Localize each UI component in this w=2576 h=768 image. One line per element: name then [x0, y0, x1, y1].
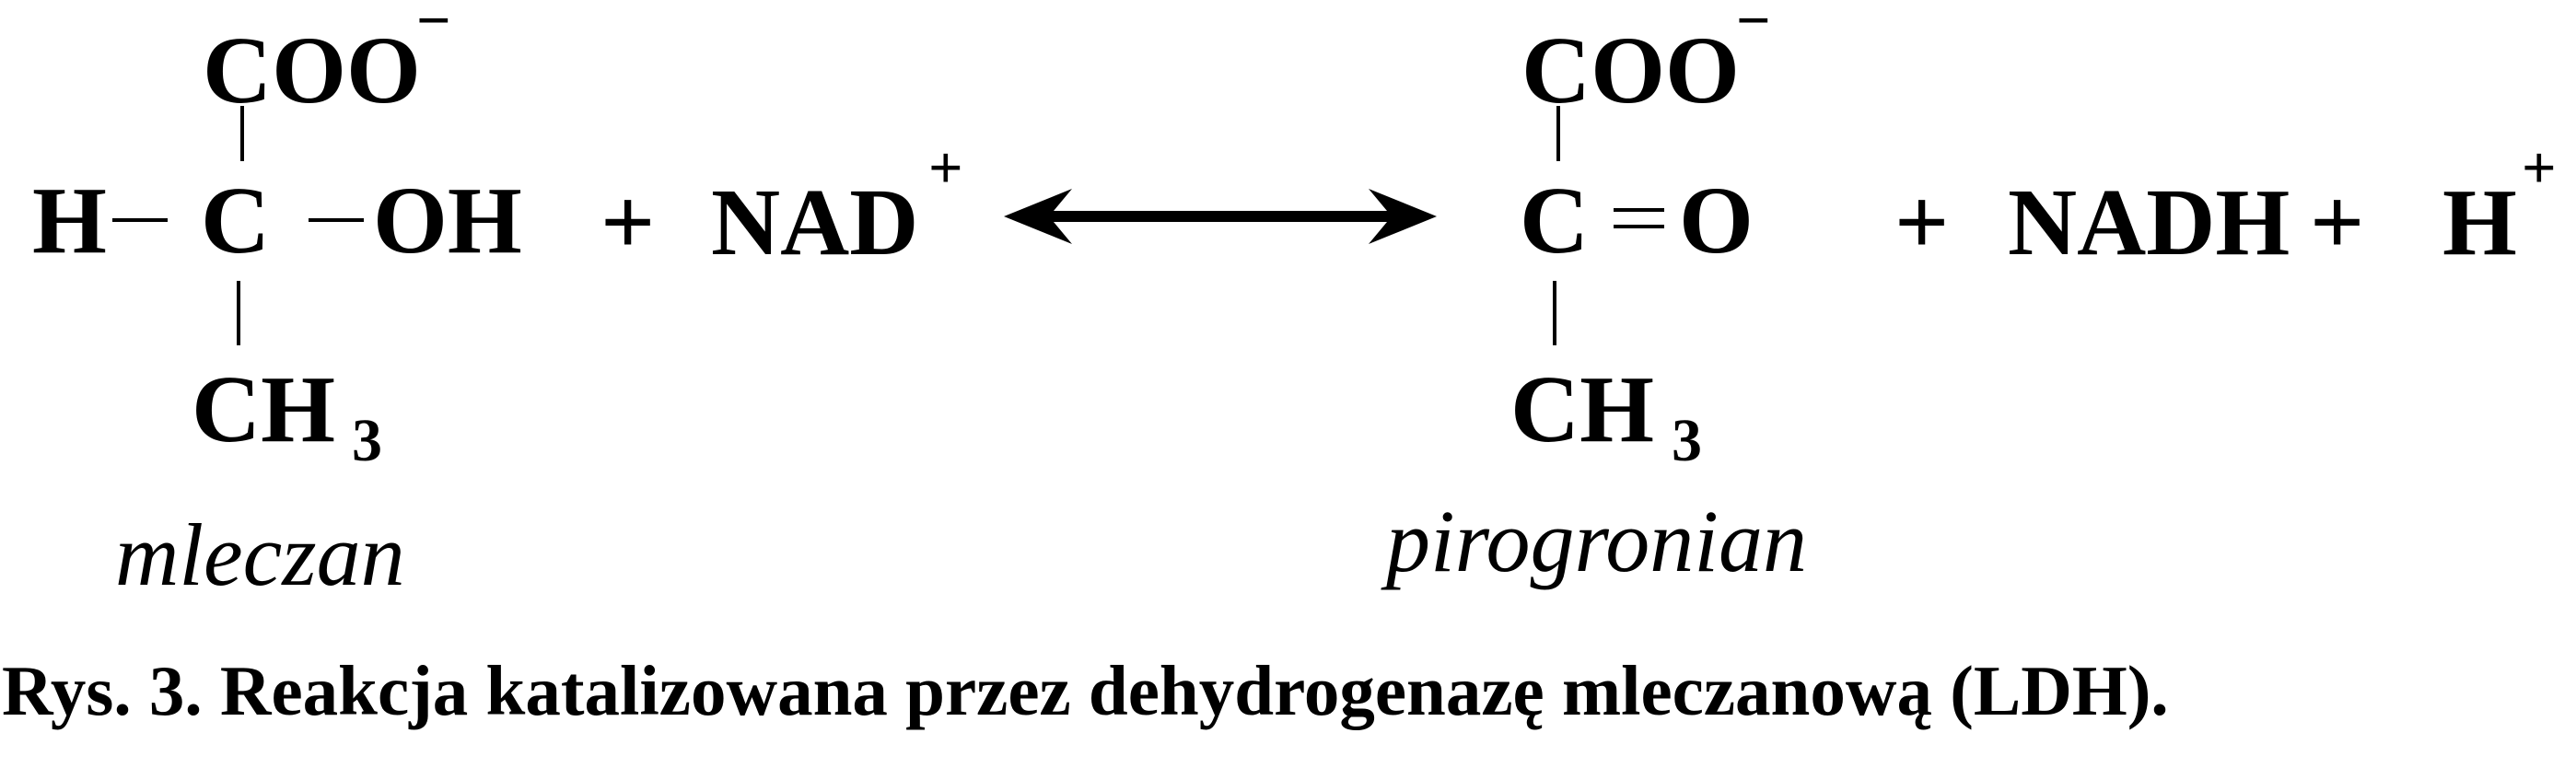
lactate-hydrogen-atom: H [32, 168, 107, 273]
proton-label: H [2442, 169, 2517, 275]
lactate-h-c-bond [112, 218, 168, 222]
lactate-carboxylate-charge: − [416, 0, 451, 54]
figure-caption: Rys. 3. Reakcja katalizowana przez dehyd… [2, 651, 2169, 730]
lactate-c-oh-bond [309, 218, 364, 222]
nad-charge: + [928, 134, 963, 202]
pyruvate-double-bond-lower [1614, 225, 1664, 228]
product-plus-sign-1: + [1894, 169, 1950, 275]
pyruvate-carboxylate-charge: − [1736, 0, 1771, 54]
product-plus-sign-2: + [2310, 169, 2365, 275]
lactate-top-bond [240, 106, 244, 161]
reactant-plus-sign: + [600, 169, 656, 275]
nadh-label: NADH [2008, 169, 2290, 275]
pyruvate-carboxylate-group: COO [1521, 17, 1740, 123]
double-headed-arrow-icon [1004, 189, 1437, 244]
lactate-methyl-group: CH [192, 356, 335, 462]
pyruvate-bottom-bond [1553, 281, 1556, 345]
pyruvate-carbonyl-oxygen: O [1679, 168, 1754, 273]
lactate-name-label: mleczan [115, 506, 405, 604]
pyruvate-methyl-group: CH [1510, 356, 1654, 462]
lactate-methyl-subscript: 3 [352, 407, 382, 474]
nad-label: NAD [711, 169, 919, 275]
lactate-hydroxyl-group: OH [373, 168, 522, 273]
pyruvate-double-bond-upper [1614, 208, 1664, 212]
pyruvate-methyl-subscript: 3 [1672, 407, 1702, 474]
pyruvate-name-label: pirogronian [1386, 492, 1807, 590]
proton-charge: + [2522, 134, 2557, 202]
lactate-central-carbon: C [201, 168, 271, 273]
lactate-carboxylate-group: COO [203, 17, 421, 123]
pyruvate-top-bond [1556, 106, 1560, 161]
pyruvate-central-carbon: C [1520, 168, 1590, 273]
lactate-bottom-bond [237, 281, 240, 345]
